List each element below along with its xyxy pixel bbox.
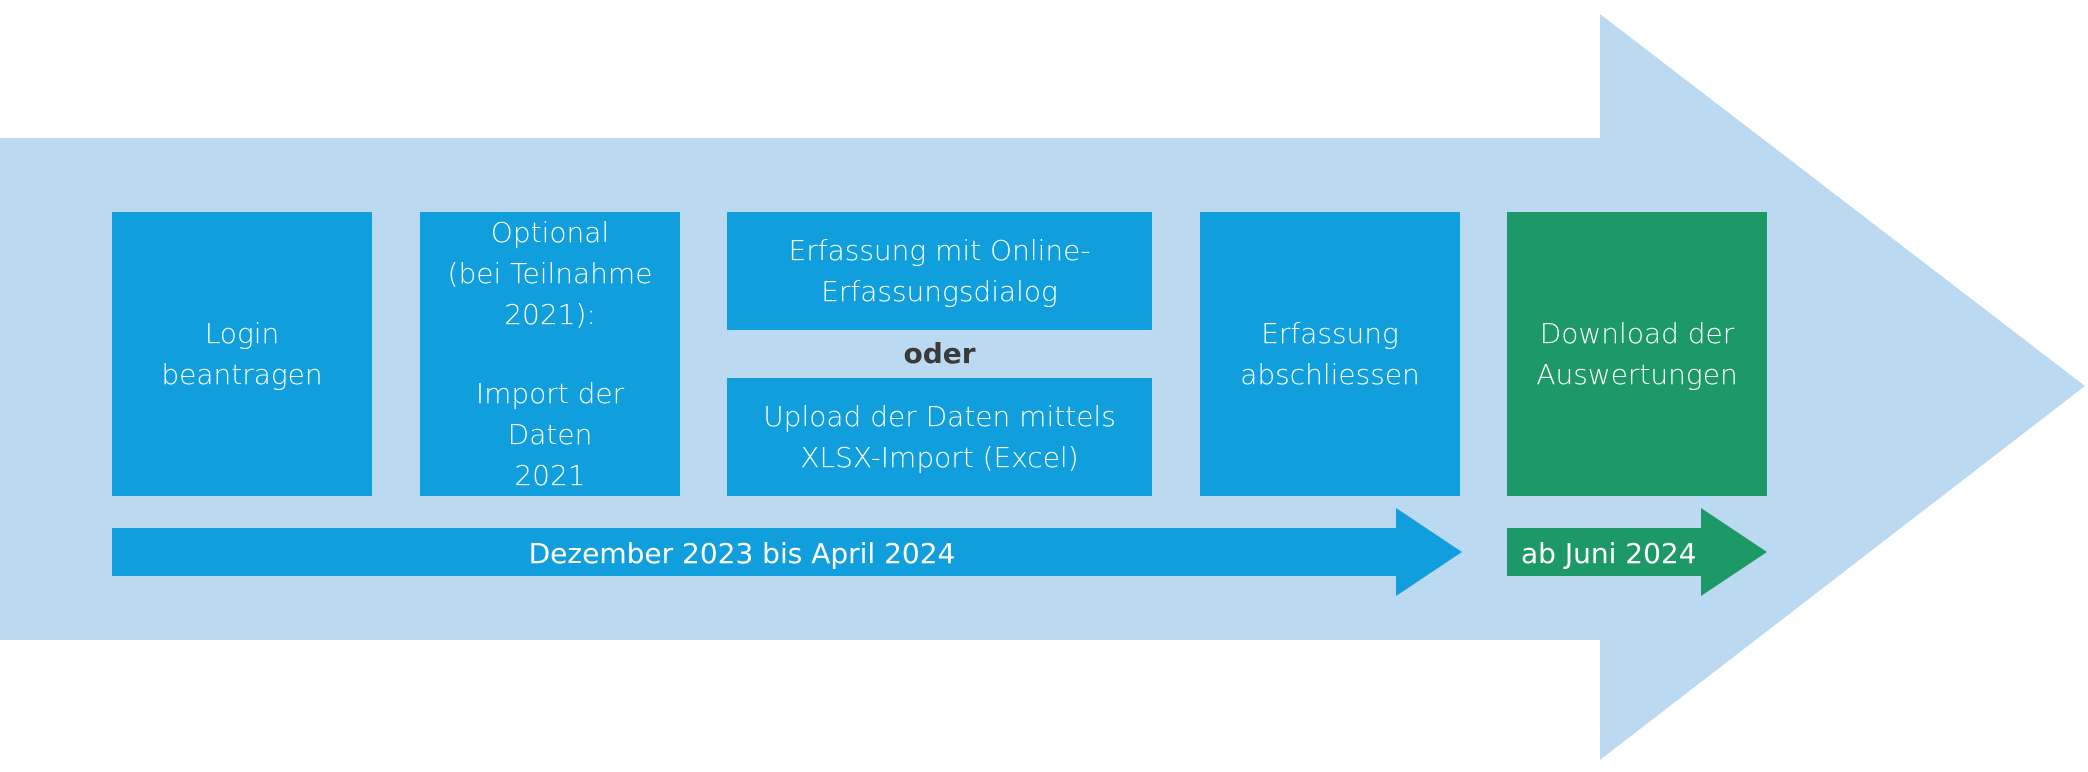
oder-label: oder — [903, 337, 976, 370]
step-optional-line-2: (bei Teilnahme — [447, 257, 653, 290]
step-erfassung-abschliessen: Erfassung abschliessen — [1200, 212, 1460, 496]
timeline-arrow-blue — [112, 508, 1462, 596]
step-online-line-1: Erfassung mit Online- — [788, 234, 1091, 267]
timeline-arrow-blue-shape — [112, 508, 1462, 596]
step-optional-import: Optional (bei Teilnahme 2021): Import de… — [420, 212, 680, 496]
step-online-erfassung: Erfassung mit Online- Erfassungsdialog — [727, 212, 1152, 330]
step-abschliessen-line-1: Erfassung — [1261, 317, 1399, 350]
step-online-line-2: Erfassungsdialog — [821, 275, 1058, 308]
timeline-label-green: ab Juni 2024 — [1521, 537, 1697, 570]
step-upload-line-2: XLSX-Import (Excel) — [800, 441, 1079, 474]
timeline-label-blue: Dezember 2023 bis April 2024 — [528, 537, 956, 570]
step-login-line-1: Login — [204, 317, 280, 350]
step-optional-line-4: Import der Daten — [475, 377, 625, 451]
step-login-beantragen: Login beantragen — [112, 212, 372, 496]
step-abschliessen-line-2: abschliessen — [1240, 358, 1420, 391]
timeline-arrow-green — [1507, 508, 1767, 596]
step-upload-line-1: Upload der Daten mittels — [763, 400, 1116, 433]
step-optional-line-5: 2021 — [514, 459, 586, 492]
step-xlsx-upload: Upload der Daten mittels XLSX-Import (Ex… — [727, 378, 1152, 496]
step-download-line-1: Download der — [1539, 317, 1735, 350]
step-download-auswertungen: Download der Auswertungen — [1507, 212, 1767, 496]
step-optional-line-3: 2021): — [504, 298, 596, 331]
step-optional-line-1: Optional — [490, 216, 610, 249]
step-login-line-2: beantragen — [161, 358, 323, 391]
timeline-arrow-green-shape — [1507, 508, 1767, 596]
step-download-line-2: Auswertungen — [1536, 358, 1738, 391]
